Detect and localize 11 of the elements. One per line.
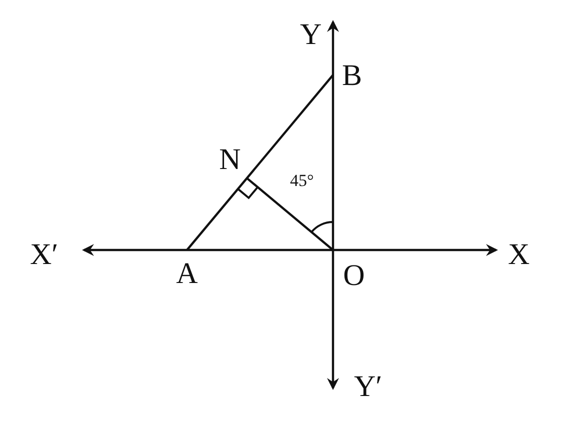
point-label: A: [170, 256, 204, 292]
line-segment: [246, 177, 334, 251]
axis-label: Y: [300, 20, 322, 50]
axis-label: X: [508, 240, 530, 270]
line-segment: [186, 74, 334, 251]
point-label: N: [212, 142, 247, 178]
axis-label: X′: [30, 240, 58, 270]
axis-label: Y′: [354, 372, 382, 402]
point-label: O: [337, 258, 371, 294]
point-label: B: [335, 58, 369, 94]
angle-label: 45°: [290, 172, 314, 189]
